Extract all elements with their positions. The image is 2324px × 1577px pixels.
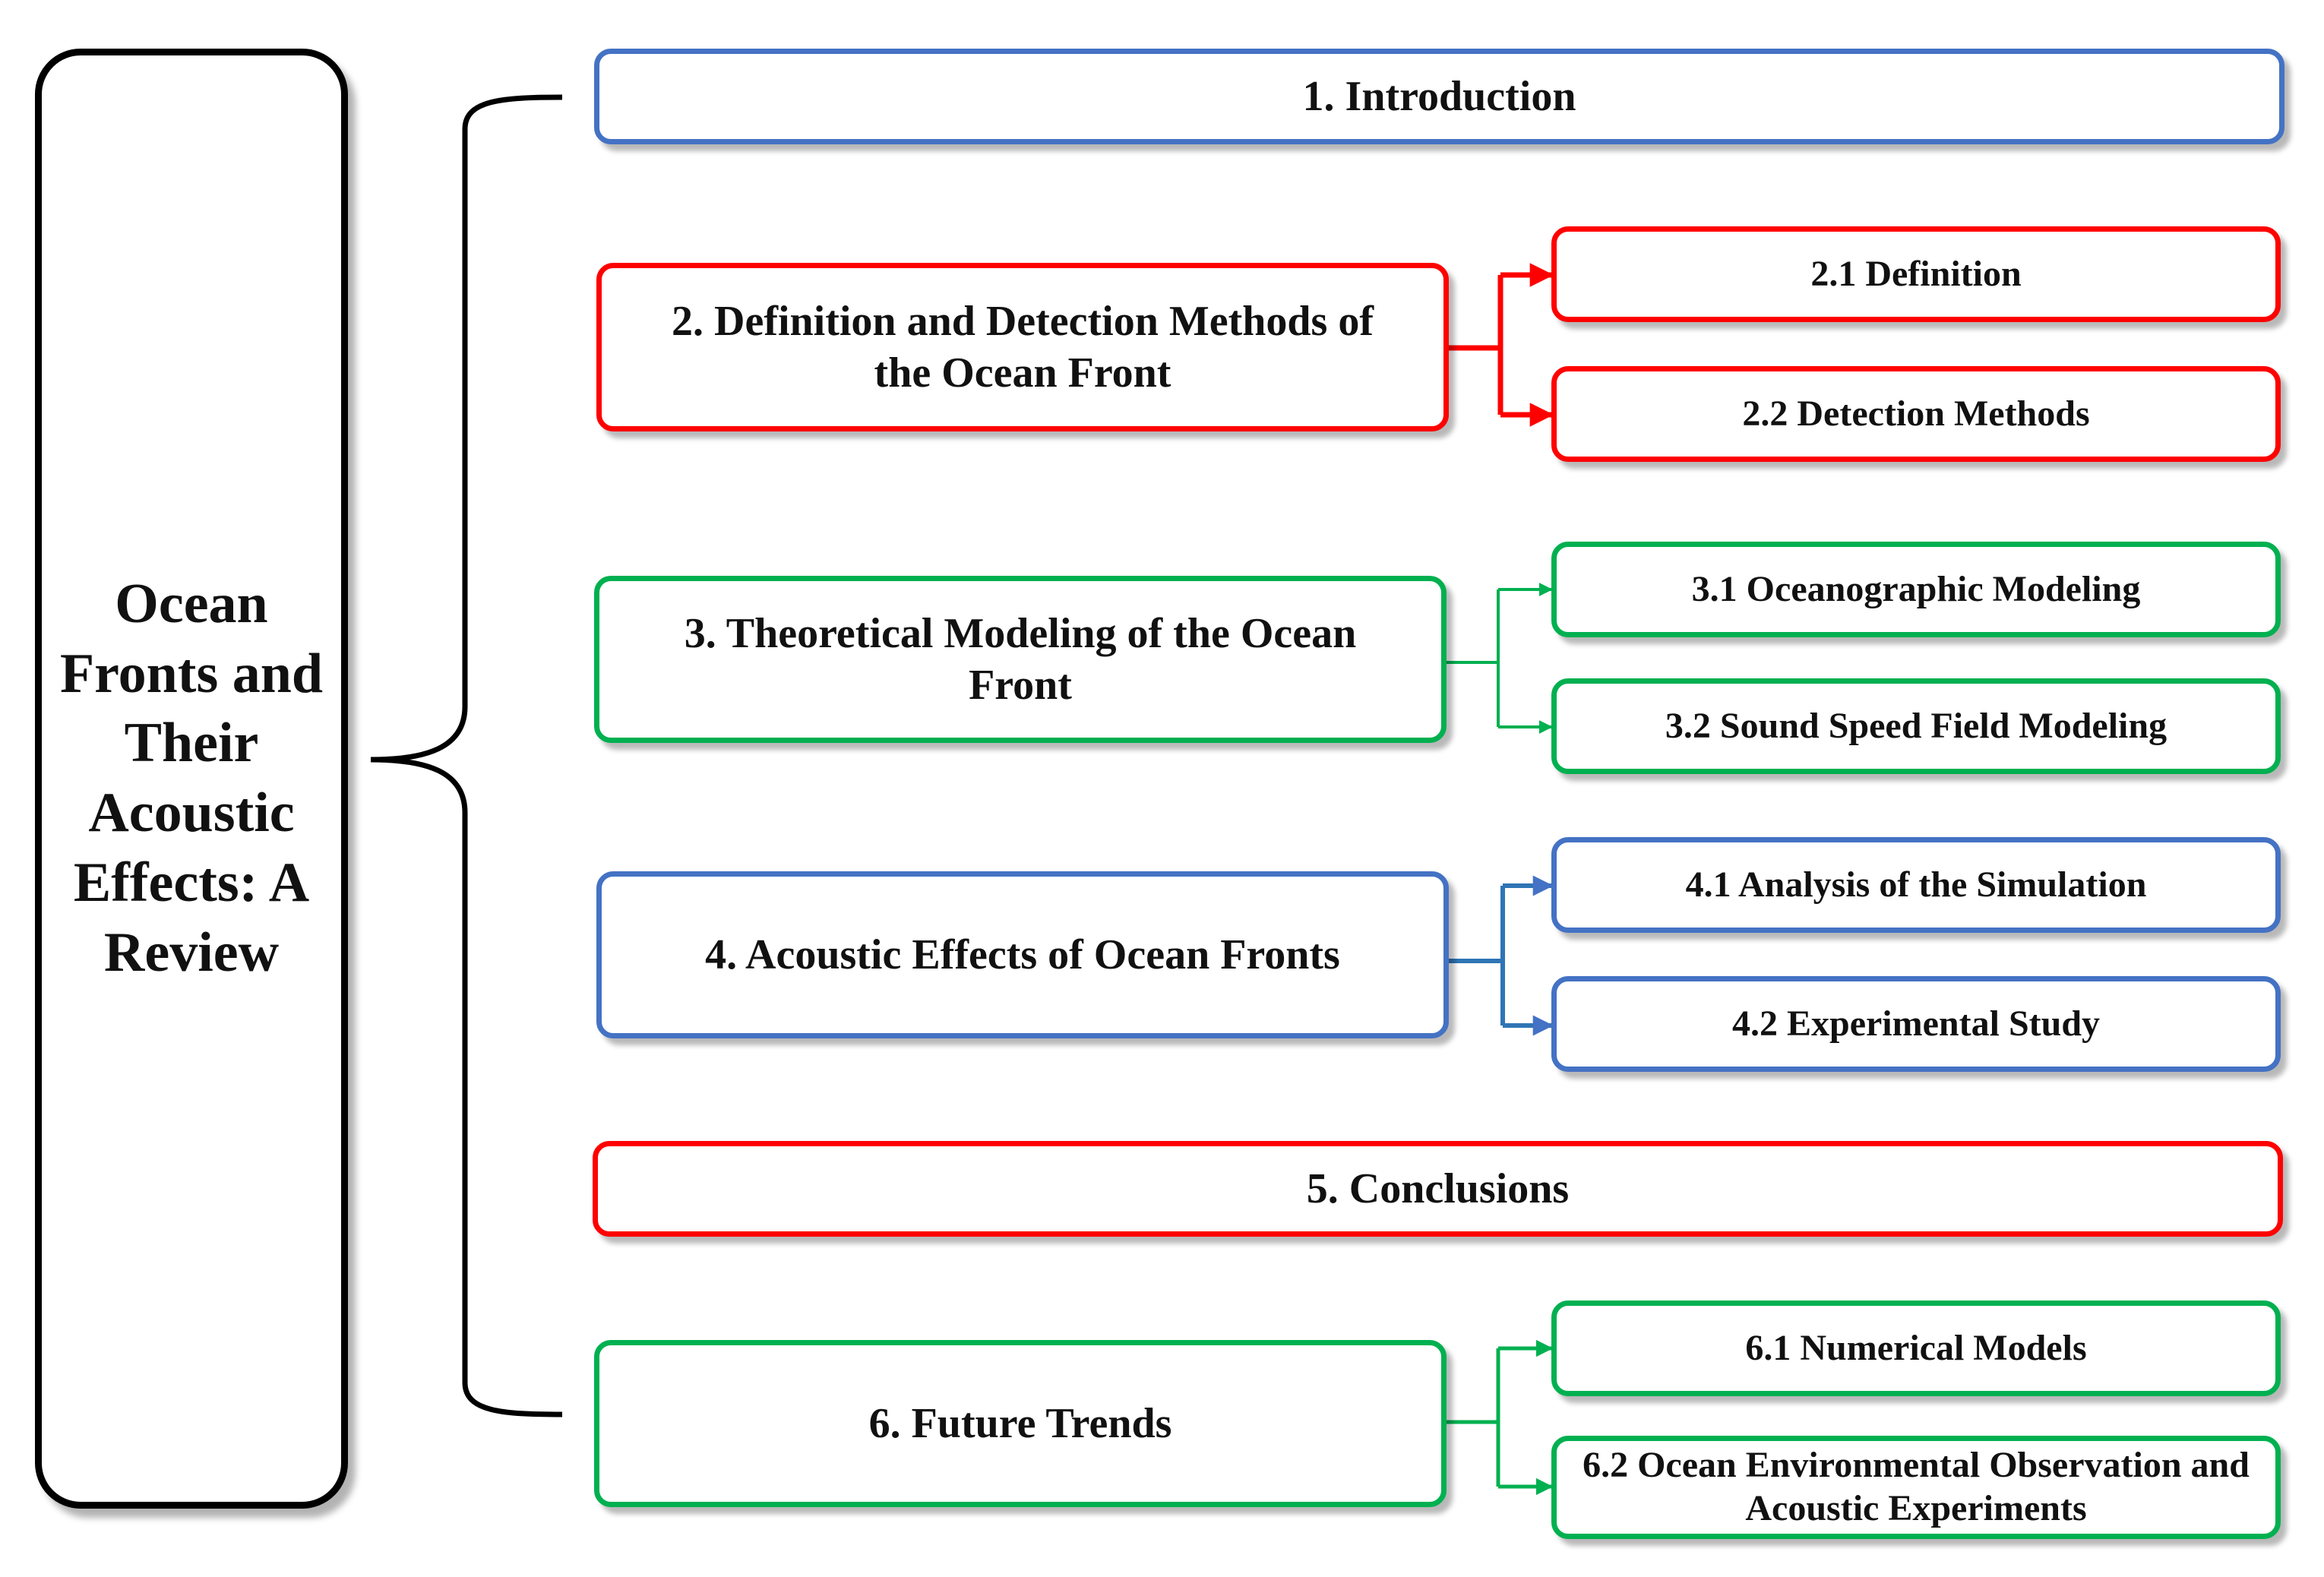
subsection-2-2-box: 2.2 Detection Methods bbox=[1551, 366, 2281, 462]
connector-section-3 bbox=[1445, 583, 1553, 734]
section-3-box: 3. Theoretical Modeling of the Ocean Fro… bbox=[594, 576, 1447, 743]
main-title-box: Ocean Fronts and Their Acoustic Effects:… bbox=[35, 49, 348, 1509]
subsection-6-1-box: 6.1 Numerical Models bbox=[1551, 1300, 2281, 1396]
subsection-4-1-label: 4.1 Analysis of the Simulation bbox=[1685, 864, 2147, 905]
section-5-label: 5. Conclusions bbox=[1306, 1165, 1570, 1212]
section-2-label: 2. Definition and Detection Methods of t… bbox=[672, 297, 1374, 397]
connector-section-4 bbox=[1447, 875, 1554, 1036]
subsection-2-1-label: 2.1 Definition bbox=[1810, 253, 2022, 294]
section-1-label: 1. Introduction bbox=[1302, 72, 1576, 120]
subsection-6-2-box: 6.2 Ocean Environmental Observation and … bbox=[1551, 1436, 2281, 1539]
section-6-box: 6. Future Trends bbox=[594, 1340, 1447, 1507]
section-5-box: 5. Conclusions bbox=[593, 1141, 2283, 1237]
section-6-label: 6. Future Trends bbox=[868, 1399, 1172, 1447]
connector-section-6 bbox=[1445, 1339, 1554, 1496]
main-title: Ocean Fronts and Their Acoustic Effects:… bbox=[59, 572, 324, 984]
subsection-4-2-label: 4.2 Experimental Study bbox=[1731, 1003, 2101, 1044]
subsection-2-2-label: 2.2 Detection Methods bbox=[1742, 393, 2090, 434]
subsection-3-1-label: 3.1 Oceanographic Modeling bbox=[1691, 568, 2141, 609]
subsection-3-1-box: 3.1 Oceanographic Modeling bbox=[1551, 542, 2281, 637]
subsection-4-2-box: 4.2 Experimental Study bbox=[1551, 976, 2281, 1072]
section-2-box: 2. Definition and Detection Methods of t… bbox=[596, 263, 1449, 431]
subsection-2-1-box: 2.1 Definition bbox=[1551, 226, 2281, 322]
section-1-box: 1. Introduction bbox=[594, 49, 2284, 144]
subsection-3-2-label: 3.2 Sound Speed Field Modeling bbox=[1665, 705, 2167, 746]
subsection-4-1-box: 4.1 Analysis of the Simulation bbox=[1551, 837, 2281, 933]
connector-section-2 bbox=[1447, 263, 1554, 427]
section-3-label: 3. Theoretical Modeling of the Ocean Fro… bbox=[684, 609, 1357, 709]
subsection-3-2-box: 3.2 Sound Speed Field Modeling bbox=[1551, 678, 2281, 774]
subsection-6-1-label: 6.1 Numerical Models bbox=[1745, 1327, 2087, 1368]
section-4-label: 4. Acoustic Effects of Ocean Fronts bbox=[705, 931, 1340, 978]
subsection-6-2-label: 6.2 Ocean Environmental Observation and … bbox=[1583, 1445, 2250, 1528]
section-4-box: 4. Acoustic Effects of Ocean Fronts bbox=[596, 871, 1449, 1038]
curly-brace bbox=[370, 94, 563, 1417]
